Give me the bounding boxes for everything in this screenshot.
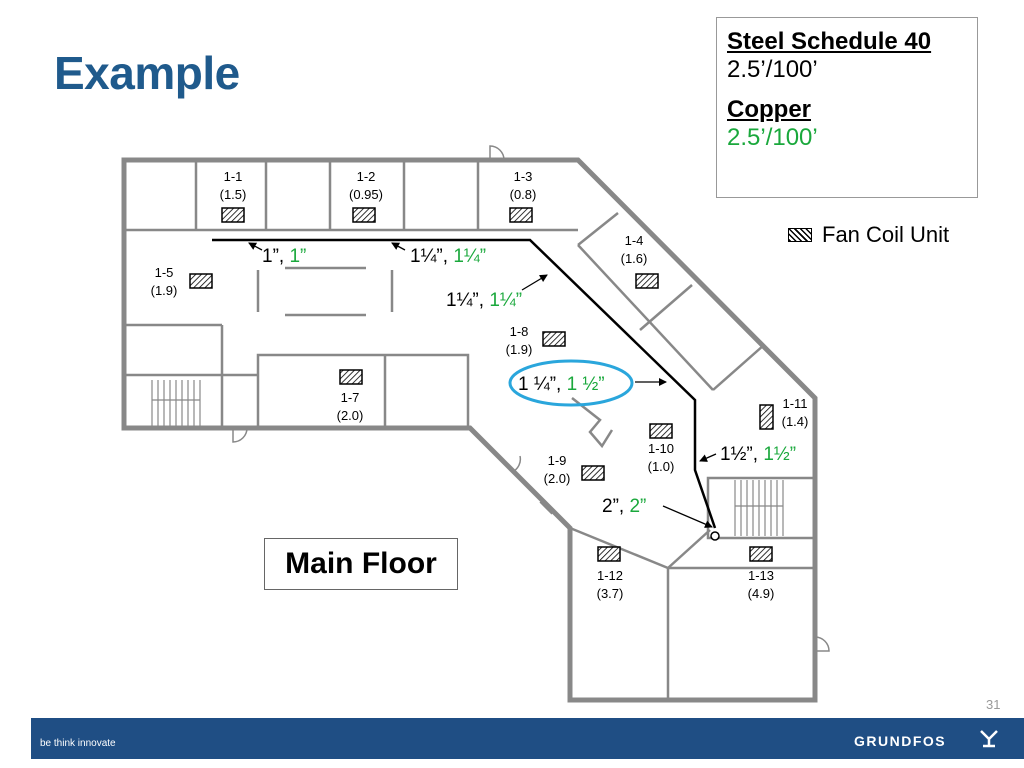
room-load: (4.9) <box>748 586 775 601</box>
room-load: (0.95) <box>349 187 383 202</box>
room-id: 1-4 <box>625 233 644 248</box>
room-load: (1.9) <box>151 283 178 298</box>
pipe-route <box>212 238 717 529</box>
pipe-endpoint-icon <box>710 531 720 541</box>
door-icon <box>814 636 830 652</box>
fan-coil-unit-icon <box>509 207 533 223</box>
fan-coil-legend: Fan Coil Unit <box>788 222 949 248</box>
fan-coil-units <box>189 207 774 562</box>
fan-coil-unit-icon <box>352 207 376 223</box>
arrow-icon <box>391 242 406 251</box>
copper-heading: Copper <box>727 96 811 123</box>
slide-title: Example <box>54 47 240 99</box>
room-load: (2.0) <box>337 408 364 423</box>
room-id: 1-1 <box>224 169 243 184</box>
interior-walls <box>124 160 817 700</box>
steel-heading: Steel Schedule 40 <box>727 28 932 55</box>
pipe-size-label: 1 ¼”, 1 ½” <box>518 374 605 395</box>
door-icon <box>489 145 505 161</box>
room-load: (0.8) <box>510 187 537 202</box>
room-load: (1.6) <box>621 251 648 266</box>
door-icon <box>499 455 522 473</box>
pipe-legend-box: Steel Schedule 40 2.5’/100’ Copper 2.5’/… <box>716 17 978 198</box>
room-id: 1-11 <box>782 396 807 411</box>
stairs-left <box>151 380 201 426</box>
arrow-icon <box>521 274 548 291</box>
room-load: (1.0) <box>648 459 675 474</box>
page-number: 31 <box>986 697 1001 712</box>
pipe-size-callouts: 1”, 1” 1¼”, 1¼” 1¼”, 1¼” 1 ¼”, 1 ½” 1½”,… <box>262 246 796 517</box>
pipe-size-label: 1¼”, 1¼” <box>410 246 486 267</box>
room-load: (1.9) <box>506 342 533 357</box>
callout-arrows <box>248 242 717 528</box>
room-id: 1-5 <box>155 265 174 280</box>
room-load: (3.7) <box>597 586 624 601</box>
arrow-icon <box>248 242 263 251</box>
pipe-size-label: 2”, 2” <box>602 496 646 517</box>
door-icon <box>539 501 553 515</box>
outer-wall <box>121 157 818 703</box>
pipe-size-label: 1”, 1” <box>262 246 306 267</box>
fan-coil-unit-icon <box>221 207 245 223</box>
copper-value: 2.5’/100’ <box>727 124 818 151</box>
room-id: 1-13 <box>748 568 774 583</box>
grundfos-logo-icon <box>980 730 998 748</box>
fan-coil-unit-icon <box>581 465 605 481</box>
stairs-right <box>734 480 784 536</box>
room-id: 1-12 <box>597 568 623 583</box>
fan-coil-unit-icon <box>635 273 659 289</box>
steel-value: 2.5’/100’ <box>727 56 818 83</box>
floor-label: Main Floor <box>264 538 458 590</box>
room-load: (1.4) <box>782 414 809 429</box>
pipe-size-label: 1½”, 1½” <box>720 444 796 465</box>
fan-coil-unit-icon <box>189 273 213 289</box>
arrow-icon <box>699 453 717 462</box>
fan-coil-unit-icon <box>788 228 812 242</box>
fan-coil-unit-icon <box>597 546 621 562</box>
footer-tagline: be think innovate <box>40 738 116 749</box>
fan-coil-label: Fan Coil Unit <box>822 222 950 247</box>
arrow-icon <box>662 505 713 528</box>
pipe-size-label: 1¼”, 1¼” <box>446 290 522 311</box>
building-outline <box>121 157 818 703</box>
footer-bar <box>31 718 1024 759</box>
room-id: 1-9 <box>548 453 567 468</box>
highlight-ellipse <box>508 359 634 407</box>
door-icon <box>232 427 248 443</box>
brand-logo-text: GRUNDFOS <box>854 733 947 749</box>
room-id: 1-7 <box>341 390 360 405</box>
room-load: (1.5) <box>220 187 247 202</box>
room-id: 1-10 <box>648 441 674 456</box>
fan-coil-unit-icon <box>759 404 774 430</box>
fan-coil-unit-icon <box>749 546 773 562</box>
room-labels: 1-1 (1.5) 1-2 (0.95) 1-3 (0.8) 1-4 (1.6)… <box>151 169 809 601</box>
room-load: (2.0) <box>544 471 571 486</box>
room-id: 1-3 <box>514 169 533 184</box>
fan-coil-unit-icon <box>542 331 566 347</box>
doors <box>232 145 830 652</box>
room-id: 1-8 <box>510 324 529 339</box>
fan-coil-unit-icon <box>649 423 673 439</box>
fan-coil-unit-icon <box>339 369 363 385</box>
room-id: 1-2 <box>357 169 376 184</box>
